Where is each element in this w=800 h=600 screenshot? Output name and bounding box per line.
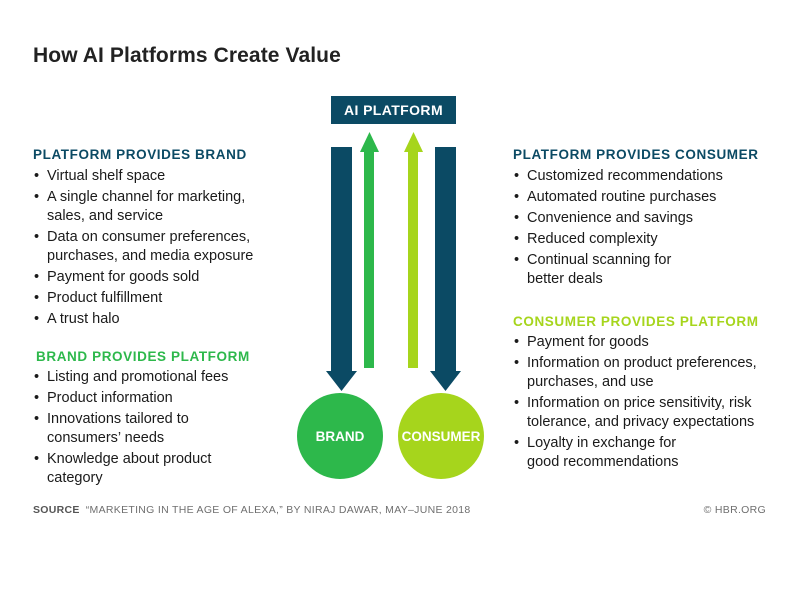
consumer-circle	[398, 393, 484, 479]
list-item: Payment for goods	[513, 333, 768, 352]
list-item: Virtual shelf space	[33, 167, 283, 186]
platform-provides-brand-list: Virtual shelf space A single channel for…	[33, 167, 283, 331]
platform-to-brand-arrow	[326, 147, 357, 391]
source-text: “MARKETING IN THE AGE OF ALEXA,” BY NIRA…	[85, 504, 471, 516]
brand-to-platform-arrow	[360, 132, 379, 368]
list-item: Payment for goods sold	[33, 268, 283, 287]
list-item: Reduced complexity	[513, 230, 763, 249]
platform-provides-consumer-heading: PLATFORM PROVIDES CONSUMER	[513, 147, 759, 162]
list-item: A single channel for marketing, sales, a…	[33, 188, 283, 226]
list-item: Product information	[33, 389, 243, 408]
ai-platform-box	[331, 96, 456, 124]
list-item: Data on consumer preferences, purchases,…	[33, 228, 283, 266]
list-item: Innovations tailored to consumers’ needs	[33, 410, 243, 448]
brand-provides-platform-list: Listing and promotional fees Product inf…	[33, 368, 243, 490]
ai-platform-label: AI PLATFORM	[344, 102, 443, 118]
consumer-provides-platform-heading: CONSUMER PROVIDES PLATFORM	[513, 314, 759, 329]
list-item: A trust halo	[33, 310, 283, 329]
list-item: Product fulfillment	[33, 289, 283, 308]
brand-label: BRAND	[316, 429, 365, 444]
brand-provides-platform-heading: BRAND PROVIDES PLATFORM	[36, 349, 250, 364]
consumer-provides-platform-list: Payment for goods Information on product…	[513, 333, 768, 474]
list-item: Convenience and savings	[513, 209, 763, 228]
consumer-to-platform-arrow	[404, 132, 423, 368]
platform-to-consumer-arrow	[430, 147, 461, 391]
list-item: Continual scanning for better deals	[513, 251, 677, 289]
brand-circle	[297, 393, 383, 479]
platform-provides-consumer-list: Customized recommendations Automated rou…	[513, 167, 763, 291]
list-item: Customized recommendations	[513, 167, 763, 186]
list-item: Information on product preferences, purc…	[513, 354, 762, 392]
list-item: Loyalty in exchange for good recommendat…	[513, 434, 712, 472]
source-note: SOURCE “MARKETING IN THE AGE OF ALEXA,” B…	[33, 504, 471, 516]
list-item: Listing and promotional fees	[33, 368, 243, 387]
page-title: How AI Platforms Create Value	[33, 44, 341, 67]
list-item: Knowledge about product category	[33, 450, 243, 488]
list-item: Automated routine purchases	[513, 188, 763, 207]
list-item: Information on price sensitivity, risk t…	[513, 394, 768, 432]
source-label: SOURCE	[33, 504, 80, 516]
consumer-label: CONSUMER	[402, 429, 481, 444]
credit: © HBR.ORG	[703, 504, 766, 516]
platform-provides-brand-heading: PLATFORM PROVIDES BRAND	[33, 147, 247, 162]
